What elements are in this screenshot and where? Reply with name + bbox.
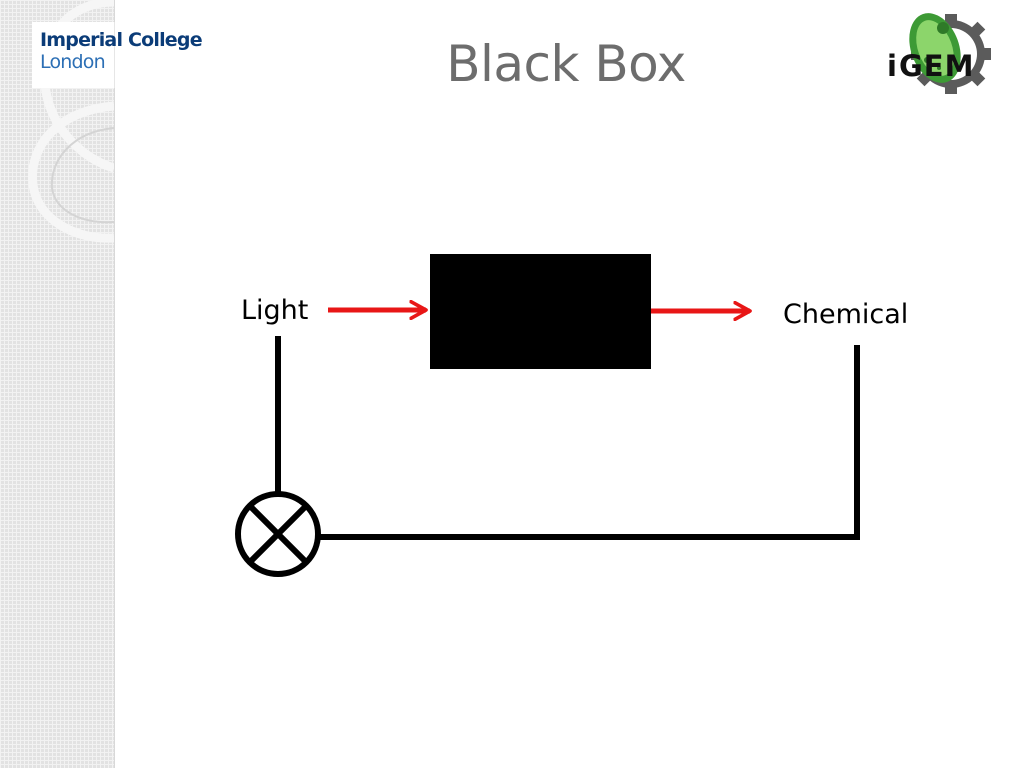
igem-wordmark: i GEM <box>887 49 974 83</box>
light-label: Light <box>241 295 309 326</box>
black-box <box>430 254 651 369</box>
chemical-label: Chemical <box>783 299 909 330</box>
sidebar-panel <box>0 0 115 768</box>
cell-icon <box>909 13 961 83</box>
logo-text-line2: London <box>40 51 106 73</box>
page-title: Black Box <box>446 35 686 93</box>
logo-text-line1: Imperial College <box>40 29 203 51</box>
imperial-college-logo: Imperial College London <box>32 22 203 88</box>
svg-text:GEM: GEM <box>899 49 974 83</box>
igem-logo: i GEM <box>887 13 991 94</box>
lamp-icon <box>235 491 321 577</box>
svg-text:i: i <box>887 49 897 83</box>
